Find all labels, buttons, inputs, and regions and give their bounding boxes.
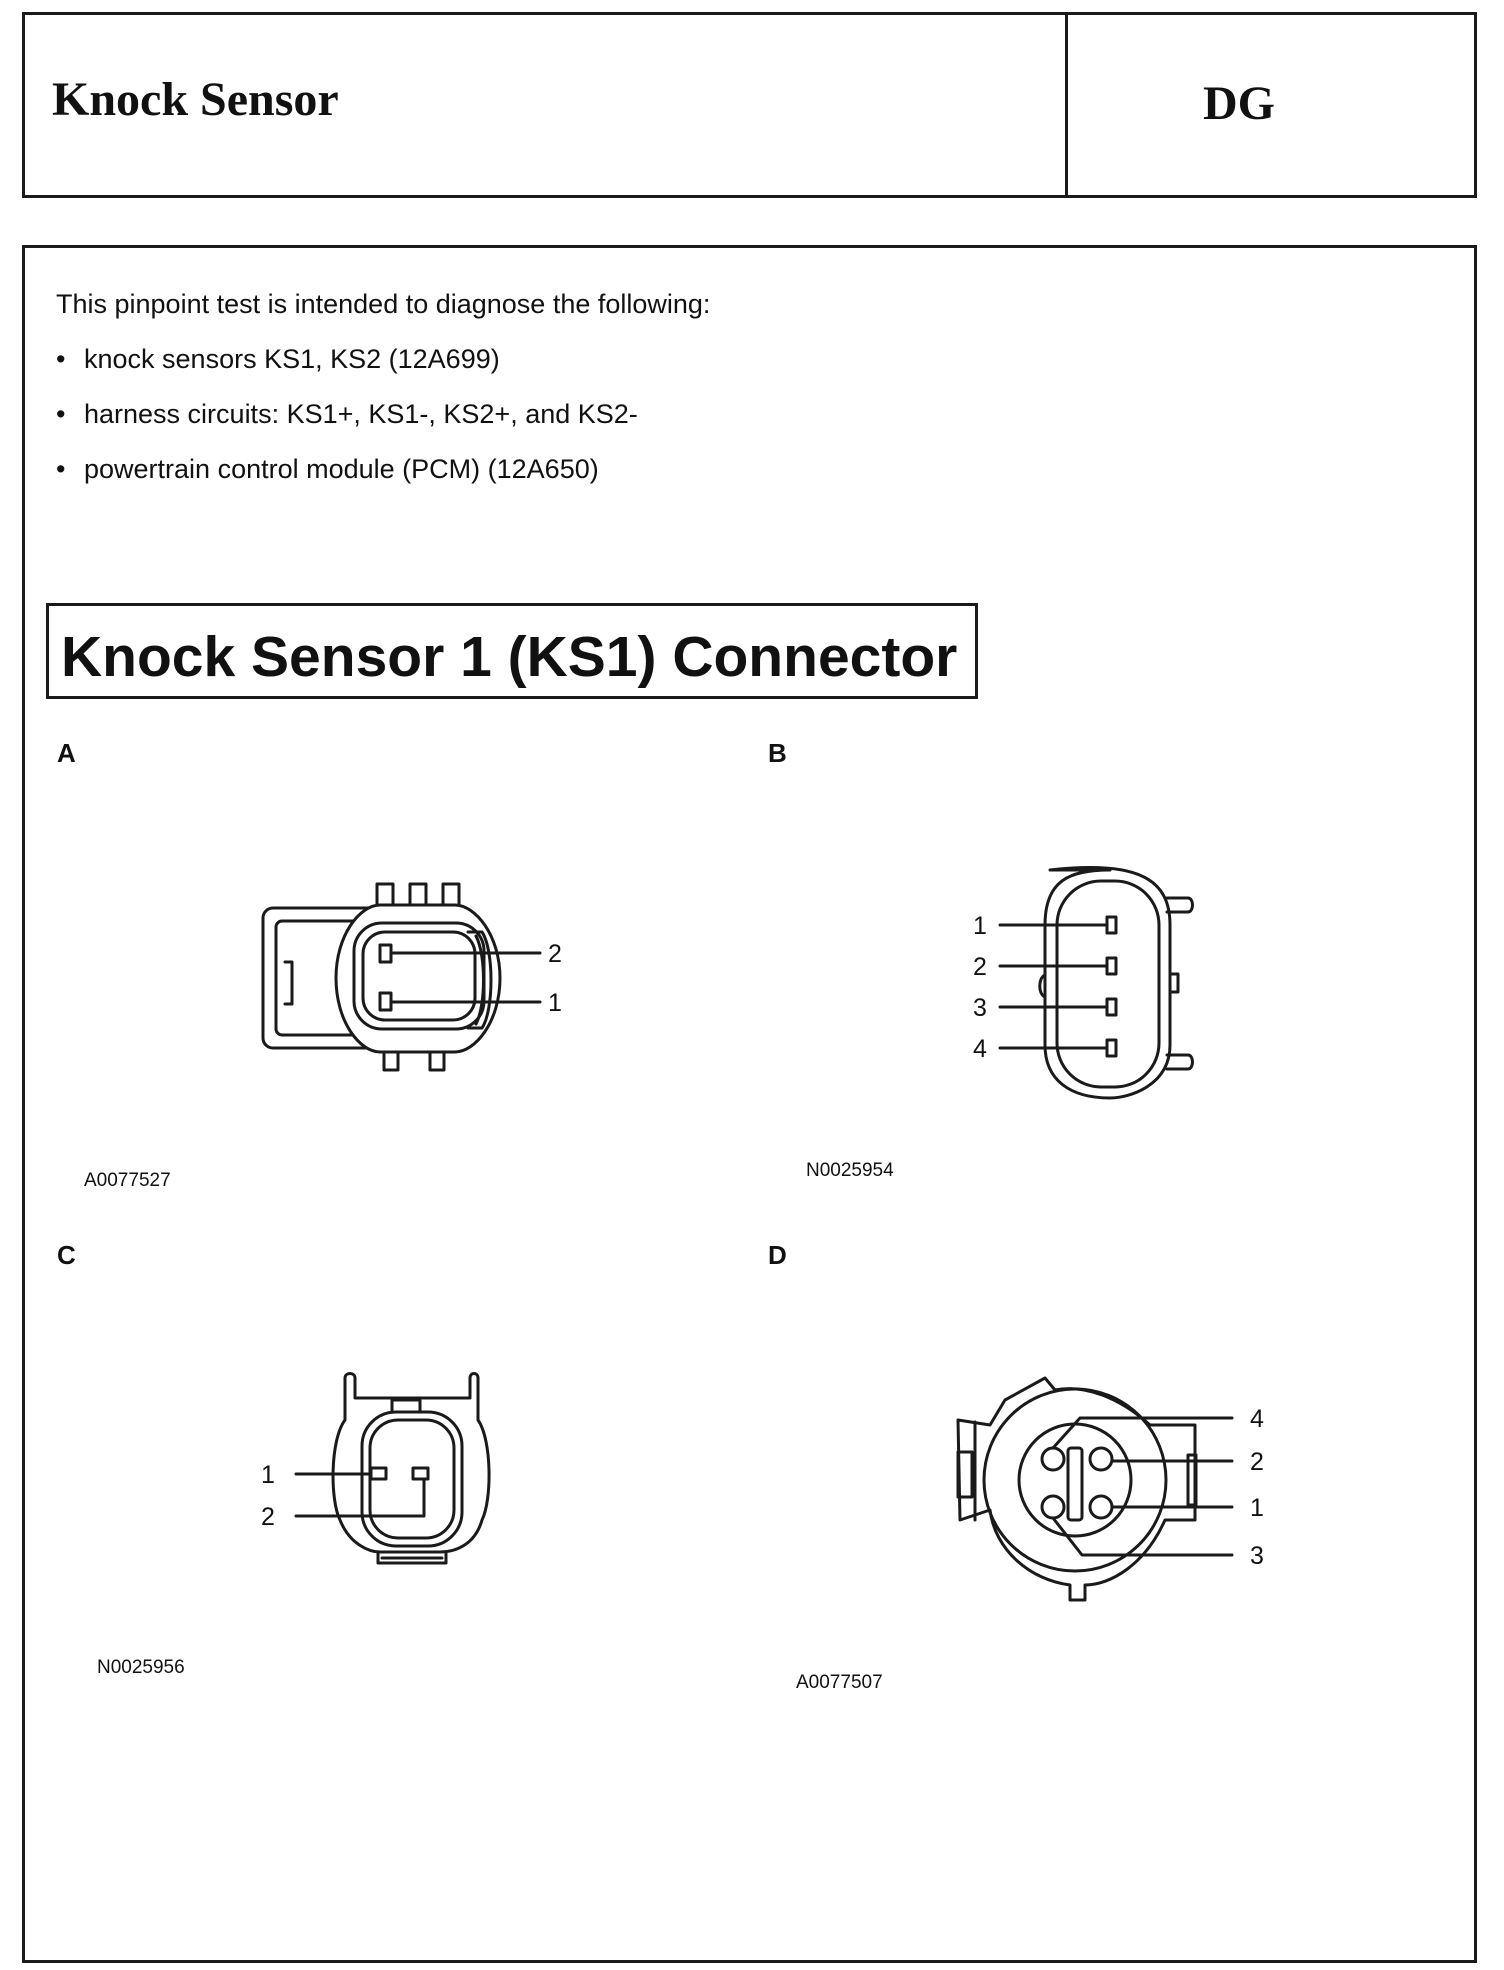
bullet-icon: • — [56, 454, 66, 484]
bullet-icon: • — [56, 399, 66, 429]
list-item-text: knock sensors KS1, KS2 (12A699) — [84, 344, 500, 374]
section-code: DG — [1203, 77, 1275, 130]
figure-id-c: N0025956 — [97, 1657, 185, 1678]
pin-label: 1 — [548, 989, 562, 1017]
list-item: • harness circuits: KS1+, KS1-, KS2+, and… — [56, 398, 638, 453]
figure-id-a: A0077527 — [84, 1170, 171, 1191]
bullet-icon: • — [56, 344, 66, 374]
list-item: • powertrain control module (PCM) (12A650… — [56, 453, 638, 508]
figure-id-b: N0025954 — [806, 1160, 894, 1181]
list-item-text: harness circuits: KS1+, KS1-, KS2+, and … — [84, 399, 638, 429]
content-box — [22, 245, 1477, 1963]
list-item: • knock sensors KS1, KS2 (12A699) — [56, 343, 638, 398]
panel-label-d: D — [768, 1240, 787, 1270]
pin-label: 3 — [973, 994, 987, 1022]
panel-label-c: C — [57, 1240, 76, 1270]
pin-label: 1 — [1250, 1494, 1264, 1522]
panel-label-b: B — [768, 738, 787, 768]
connector-d-diagram — [956, 1376, 1234, 1602]
intro-text: This pinpoint test is intended to diagno… — [56, 289, 711, 319]
page-title: Knock Sensor — [52, 73, 339, 126]
header-box — [22, 12, 1477, 198]
panel-label-a: A — [57, 738, 76, 768]
pin-label: 2 — [548, 940, 562, 968]
connector-c-diagram — [294, 1372, 491, 1565]
diagnose-list: • knock sensors KS1, KS2 (12A699) • harnes… — [56, 343, 638, 508]
pin-label: 2 — [261, 1503, 275, 1531]
connector-a-diagram — [261, 882, 542, 1072]
section-title-box: Knock Sensor 1 (KS1) Connector — [46, 603, 978, 699]
pin-label: 1 — [261, 1461, 275, 1489]
pin-label: 3 — [1250, 1542, 1264, 1570]
pin-label: 2 — [973, 953, 987, 981]
section-title: Knock Sensor 1 (KS1) Connector — [61, 625, 958, 689]
list-item-text: powertrain control module (PCM) (12A650) — [84, 454, 599, 484]
connector-b-diagram — [998, 866, 1194, 1100]
pin-label: 1 — [973, 912, 987, 940]
pin-label: 4 — [1250, 1405, 1264, 1433]
header-divider — [1065, 15, 1068, 195]
pin-label: 2 — [1250, 1448, 1264, 1476]
pin-label: 4 — [973, 1035, 987, 1063]
figure-id-d: A0077507 — [796, 1672, 883, 1693]
